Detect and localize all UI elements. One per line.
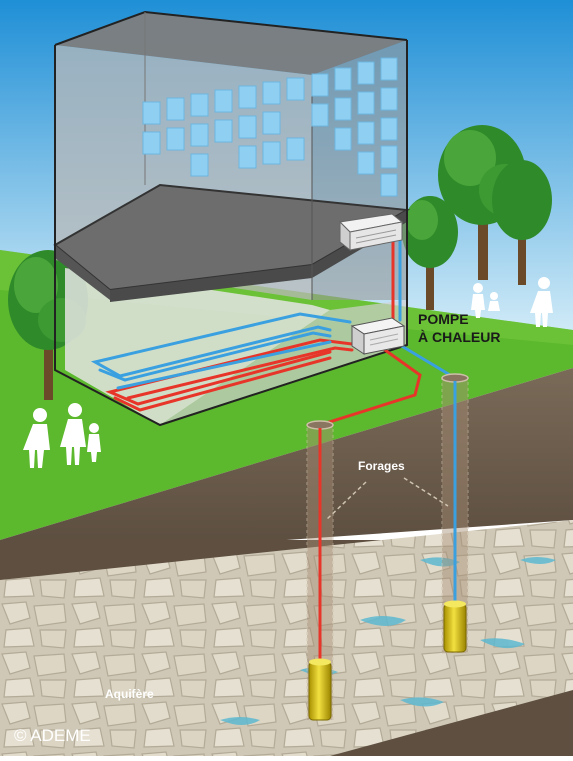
person-silhouette-icon — [23, 408, 50, 468]
deep-soil — [330, 690, 573, 756]
air-conditioner-icon — [338, 213, 404, 252]
pump-label-line2: À CHALEUR — [418, 329, 500, 345]
copyright-credit: © ADEME — [14, 726, 91, 745]
aquifer-rock-layer — [0, 520, 573, 756]
geothermal-probe-icon — [308, 658, 332, 721]
aquifer-label: Aquifère — [105, 687, 154, 701]
person-silhouette-icon — [60, 403, 86, 465]
person-silhouette-icon — [530, 277, 553, 327]
drillings-callout-lines — [325, 477, 449, 521]
geothermal-probe-icon — [443, 600, 467, 653]
building-windows — [142, 57, 398, 197]
tree-icon — [402, 196, 458, 310]
person-silhouette-icon — [87, 423, 101, 462]
person-silhouette-icon — [488, 292, 500, 311]
person-silhouette-icon — [471, 283, 485, 318]
pump-label-line1: POMPE — [418, 311, 469, 327]
soil-layer — [0, 368, 573, 560]
heat-pump-unit-icon — [350, 317, 406, 355]
tree-icon — [492, 160, 552, 285]
underfloor-heating-loops — [90, 312, 354, 412]
drillings-label: Forages — [358, 459, 405, 473]
